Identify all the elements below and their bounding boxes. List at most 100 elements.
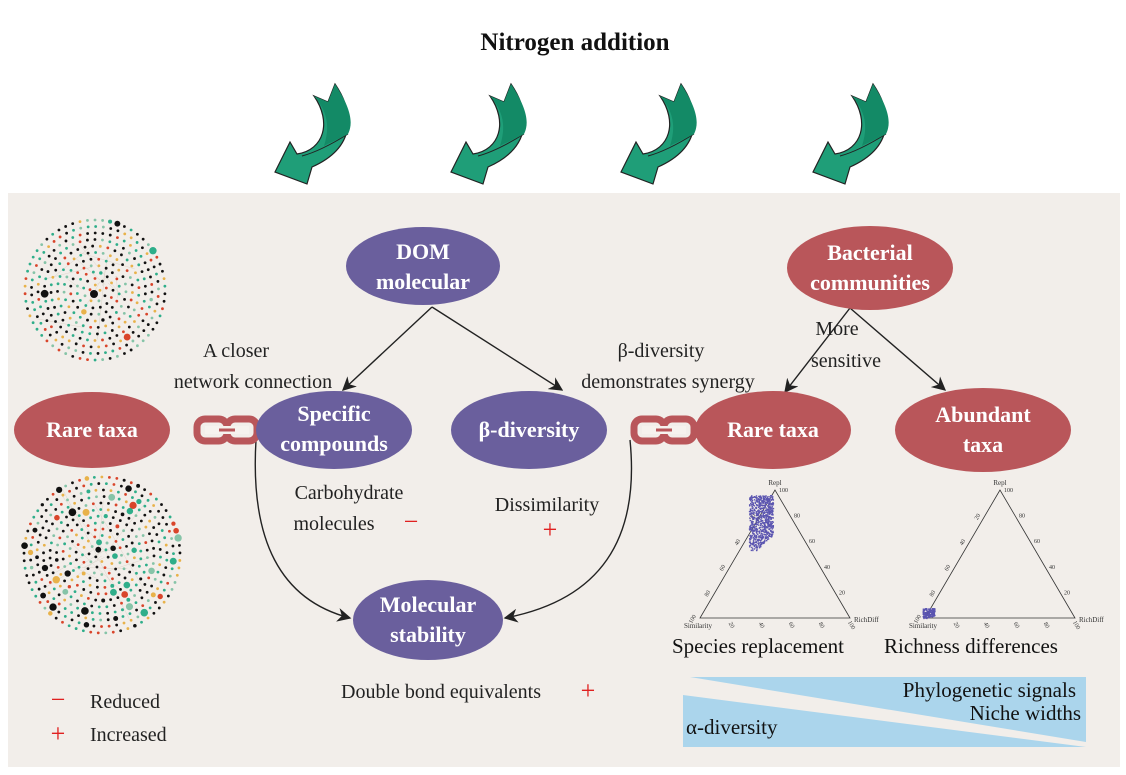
network-node	[123, 333, 131, 341]
ternary-point	[752, 504, 755, 506]
ternary-point	[763, 511, 766, 513]
network-node	[91, 617, 95, 621]
network-node	[58, 235, 62, 239]
network-node	[82, 259, 85, 263]
network-node	[148, 510, 152, 513]
network-node	[62, 290, 66, 294]
annotation-closer: A closer	[203, 340, 269, 362]
network-node	[121, 275, 125, 279]
svg-text:communities: communities	[810, 270, 930, 295]
network-node	[42, 543, 46, 547]
ternary-point	[752, 502, 754, 504]
ternary-point	[772, 499, 775, 501]
ternary-point	[762, 495, 764, 497]
node-abundant-taxa: Abundant taxa	[895, 388, 1071, 472]
network-node	[62, 268, 65, 272]
ternary-point	[759, 507, 761, 510]
ternary-point	[759, 545, 762, 547]
network-node	[134, 490, 137, 494]
ternary-point	[750, 496, 753, 498]
ternary-points	[748, 495, 775, 552]
network-node	[106, 618, 110, 622]
ternary-point	[928, 612, 931, 615]
nitrogen-arrow-icon	[812, 83, 890, 185]
ternary-point	[763, 528, 766, 531]
ternary-point	[924, 612, 926, 614]
network-node	[155, 302, 159, 306]
network-node	[42, 559, 46, 562]
ternary-point	[757, 510, 759, 512]
network-node	[131, 496, 134, 499]
network-node	[29, 558, 33, 562]
ternary-point	[761, 504, 763, 507]
network-node	[65, 515, 68, 519]
network-node	[122, 621, 126, 625]
network-node	[77, 621, 81, 625]
network-node	[135, 241, 139, 244]
ternary-point	[767, 518, 769, 521]
network-node	[60, 510, 64, 514]
network-node	[130, 264, 134, 268]
ternary-point	[749, 538, 752, 541]
ternary-point	[768, 498, 770, 500]
ternary-point	[753, 535, 756, 538]
network-node	[111, 349, 115, 353]
network-node	[89, 312, 93, 316]
network-node	[137, 286, 141, 290]
network-node	[99, 501, 103, 505]
network-node	[108, 254, 112, 258]
ternary-point	[758, 532, 761, 534]
ternary-point	[755, 522, 757, 525]
network-node	[82, 484, 86, 488]
network-edge	[93, 502, 144, 589]
network-node	[75, 583, 79, 587]
network-node	[80, 498, 83, 502]
network-node	[101, 225, 105, 229]
network-node	[26, 269, 29, 273]
network-node	[76, 248, 80, 251]
nitrogen-arrow-icon	[620, 83, 698, 185]
ternary-point	[770, 507, 772, 509]
ternary-point	[749, 542, 752, 545]
network-node	[128, 612, 132, 616]
network-node	[76, 284, 79, 288]
svg-text:Rare taxa: Rare taxa	[727, 417, 819, 442]
ternary-tick-label: 100	[1004, 488, 1013, 494]
network-node	[82, 560, 86, 564]
network-node	[117, 573, 121, 577]
ternary-point	[760, 534, 762, 536]
ternary-point	[763, 525, 765, 528]
ternary-point	[751, 535, 754, 537]
ternary-point	[750, 535, 753, 538]
network-node	[105, 275, 109, 279]
ternary-point	[761, 501, 763, 503]
legend-reduced-sign: −	[51, 685, 66, 714]
network-node	[54, 514, 60, 521]
network-node	[91, 306, 95, 310]
ternary-point	[750, 534, 752, 537]
ternary-tick-label: 100	[846, 620, 856, 631]
ternary-point	[771, 525, 773, 528]
ternary-point	[763, 517, 766, 519]
network-node	[71, 539, 74, 543]
ternary-point	[929, 611, 931, 614]
network-node	[38, 533, 42, 537]
network-node	[95, 585, 99, 589]
network-node	[75, 558, 78, 562]
network-node	[74, 349, 78, 352]
network-node	[71, 354, 75, 358]
network-node	[138, 588, 142, 592]
ternary-point	[764, 515, 766, 517]
annotation-sensitive: sensitive	[811, 350, 881, 372]
network-node	[88, 288, 92, 292]
network-node	[72, 494, 76, 498]
ternary-point	[753, 508, 756, 511]
network-node	[35, 555, 39, 560]
network-node	[45, 339, 49, 343]
network-node	[58, 243, 62, 247]
network-node	[137, 542, 141, 545]
network-node	[67, 346, 71, 350]
network-node	[34, 580, 38, 584]
reduced-sign: −	[404, 507, 419, 536]
network-node	[148, 567, 155, 575]
